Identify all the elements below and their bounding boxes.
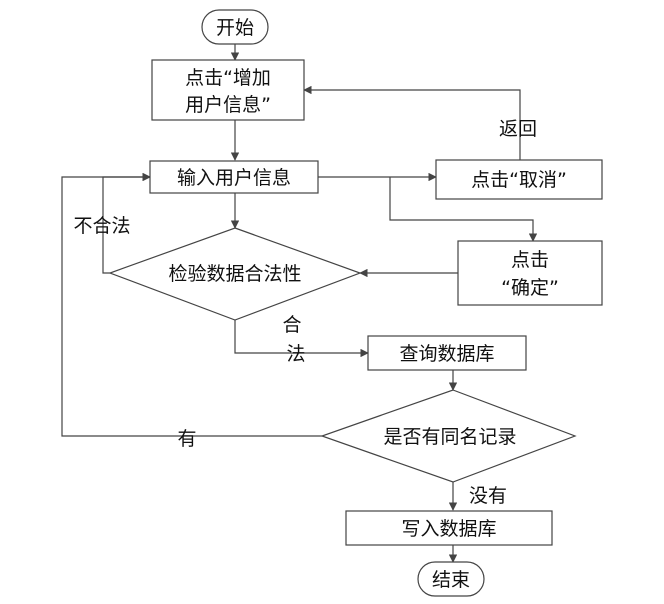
edge-cancel-return <box>303 85 521 160</box>
click-cancel-label: 点击“取消” <box>471 169 567 191</box>
edge-label-legal-1: 合 <box>282 314 301 336</box>
edge-label-return: 返回 <box>499 118 537 140</box>
same-name-label: 是否有同名记录 <box>383 426 516 448</box>
validate-label: 检验数据合法性 <box>168 263 301 285</box>
edge-validate-legal <box>234 320 369 358</box>
click-add-node <box>151 59 305 121</box>
input-info-label: 输入用户信息 <box>177 167 291 189</box>
edge-label-legal-2: 法 <box>286 343 305 365</box>
query-db-node <box>367 335 527 371</box>
end-node <box>417 561 485 597</box>
end-label: 结束 <box>432 569 470 591</box>
edge-label-illegal: 不合法 <box>73 215 130 237</box>
start-label: 开始 <box>216 17 254 39</box>
click-add-label-2: 用户信息” <box>185 94 271 116</box>
click-cancel-node <box>435 159 603 200</box>
edge-label-none: 没有 <box>469 485 507 507</box>
edge-input-to-ok <box>389 177 538 242</box>
input-info-node <box>149 160 319 194</box>
edge-samename-has <box>61 172 322 437</box>
click-add-label-1: 点击“增加 <box>185 67 271 89</box>
validate-decision <box>108 227 362 321</box>
click-ok-label-2: “确定” <box>501 277 559 299</box>
edge-label-has: 有 <box>177 428 196 450</box>
click-ok-label-1: 点击 <box>511 249 549 271</box>
start-node <box>201 9 269 45</box>
write-db-node <box>345 510 553 546</box>
same-name-decision <box>320 389 577 483</box>
write-db-label: 写入数据库 <box>401 518 496 540</box>
query-db-label: 查询数据库 <box>399 343 494 365</box>
click-ok-node <box>457 240 603 306</box>
